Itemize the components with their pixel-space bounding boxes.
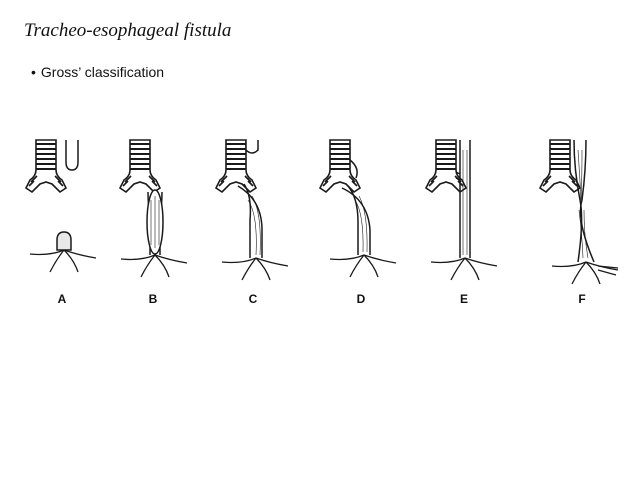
panel-c-drawing [215, 139, 289, 281]
panel-label-c: C [248, 292, 258, 306]
panel-label-f: F [578, 292, 586, 306]
panel-label-a: A [57, 292, 67, 306]
panel-e-drawing [425, 139, 498, 281]
panel-label-e: E [459, 292, 468, 306]
panel-label-b: B [148, 292, 158, 306]
panel-a-drawing [25, 139, 97, 273]
panel-f-drawing [539, 139, 619, 285]
bullet-icon: • [31, 64, 36, 80]
panel-d-drawing [319, 139, 397, 278]
bullet-text: Gross’ classification [40, 64, 165, 80]
panel-b-drawing [119, 139, 188, 278]
bullet-item: •Gross’ classification [31, 64, 164, 80]
panel-label-d: D [356, 292, 366, 306]
slide-title: Tracheo-esophageal fistula [24, 20, 232, 41]
